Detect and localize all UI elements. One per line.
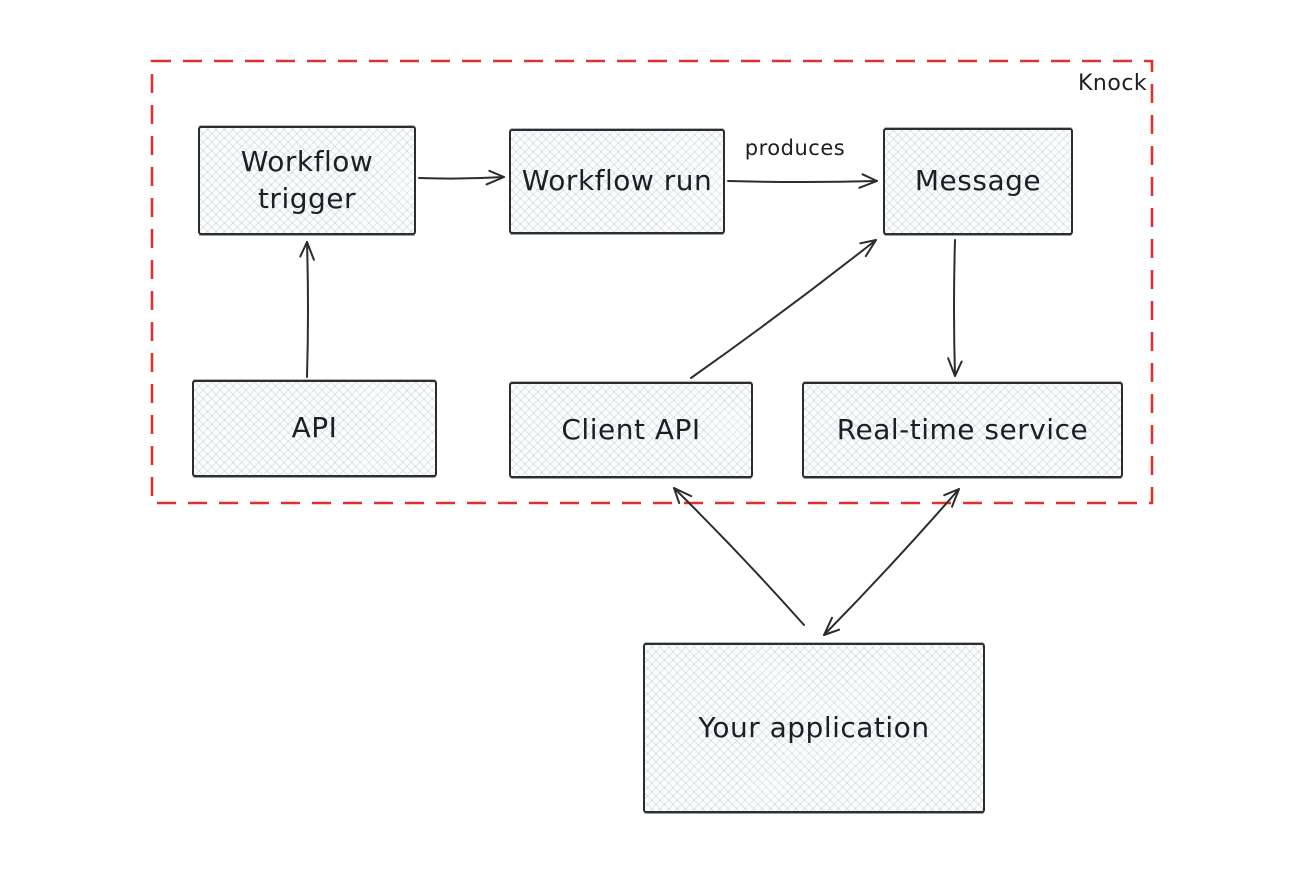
node-label-real-time-service: Real-time service [836, 412, 1089, 446]
node-label-message: Message [914, 164, 1042, 198]
arrow-workflow-run-to-message [727, 173, 878, 189]
edge-label-produces: produces [744, 136, 846, 160]
node-label-workflow-run: Workflow run [521, 164, 713, 198]
arrow-your-application-real-time-service [823, 488, 960, 636]
node-client-api: Client API [509, 382, 753, 478]
arrow-api-to-workflow-trigger [299, 241, 315, 378]
node-label-workflow-trigger: Workflow trigger [240, 145, 374, 215]
node-api: API [192, 380, 437, 477]
node-workflow-run: Workflow run [509, 129, 725, 234]
knock-boundary-label: Knock [1078, 71, 1148, 96]
knock-boundary [150, 59, 1154, 505]
node-label-your-application: Your application [698, 710, 930, 744]
node-your-application: Your application [643, 643, 985, 813]
arrow-client-api-to-message [690, 239, 877, 379]
node-real-time-service: Real-time service [802, 382, 1123, 478]
arrow-message-to-real-time-service [947, 239, 963, 377]
node-message: Message [883, 128, 1073, 235]
node-workflow-trigger: Workflow trigger [198, 126, 416, 235]
node-label-api: API [291, 411, 338, 445]
arrow-workflow-trigger-to-workflow-run [418, 169, 505, 186]
node-label-client-api: Client API [561, 412, 701, 446]
arrow-your-application-to-client-api [673, 487, 805, 626]
